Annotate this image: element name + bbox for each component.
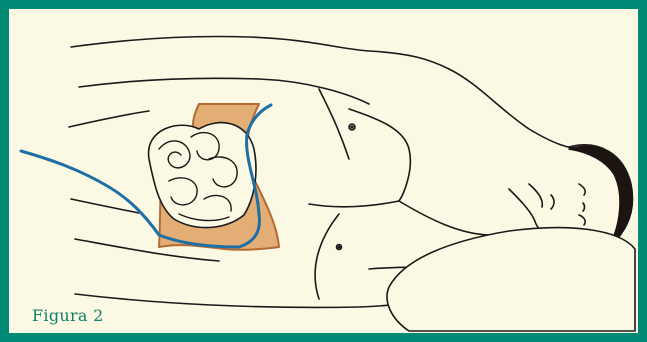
figure-caption: Figura 2 — [32, 306, 104, 325]
illustration — [9, 9, 638, 333]
nipple-icons — [337, 124, 356, 250]
pillow — [387, 228, 635, 331]
